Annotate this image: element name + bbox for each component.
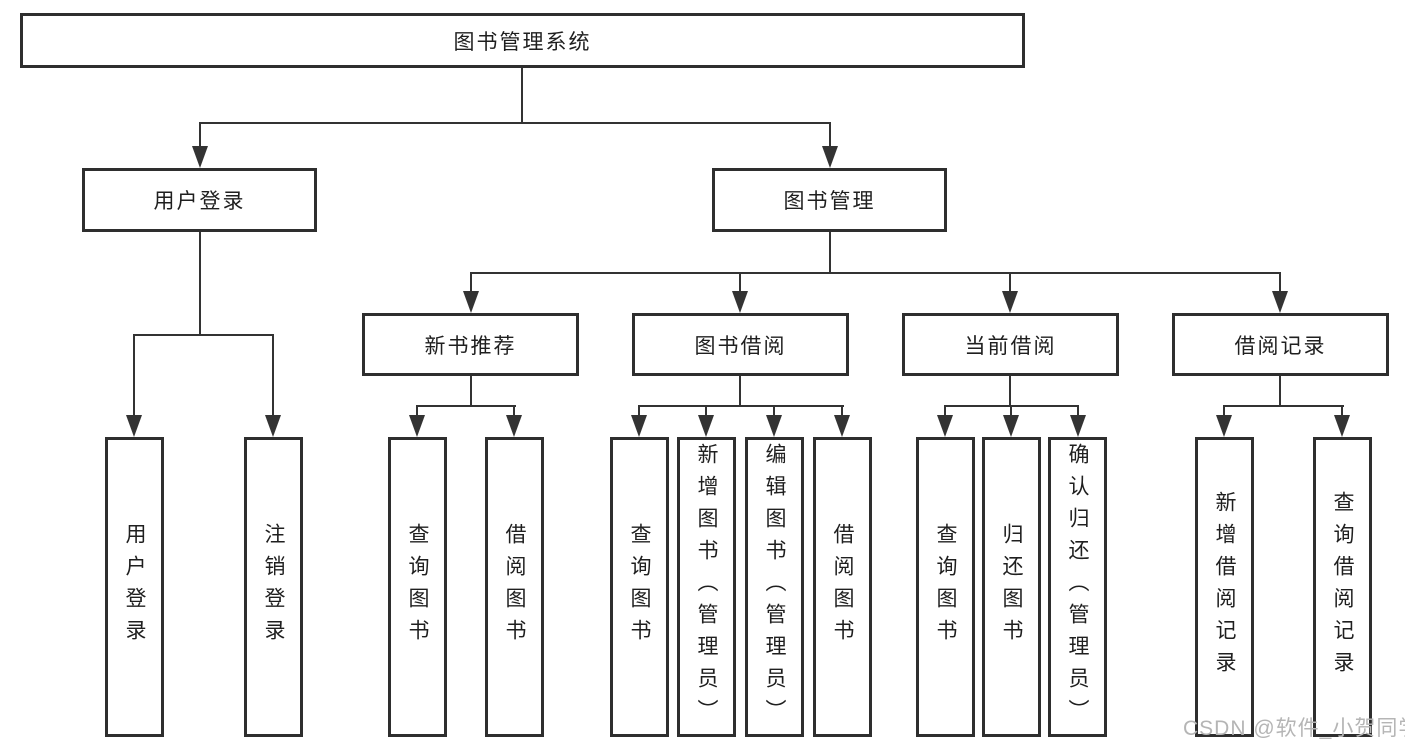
connector-drop-nb-query [416,405,418,415]
leaf-cb-confirm-return: 确认归还（管理员） [1048,437,1107,737]
leaf-cb-return-book: 归还图书 [982,437,1041,737]
leaf-bb-edit-book-label: 编辑图书（管理员） [763,443,786,731]
connector-bb-split [638,405,844,407]
leaf-cb-query-book-label: 查询图书 [934,523,957,651]
arrowhead-cb-return [1003,415,1019,437]
connector-drop-cb-query [944,405,946,415]
connector-drop-book-borrow [739,272,741,291]
arrowhead-current-borrow [1002,291,1018,313]
connector-drop-book-management [829,122,831,146]
arrowhead-br-add [1216,415,1232,437]
leaf-bb-borrow-book-label: 借阅图书 [831,523,854,651]
node-book-borrow: 图书借阅 [632,313,849,376]
leaf-bb-edit-book: 编辑图书（管理员） [745,437,804,737]
connector-nbr-split [416,405,516,407]
connector-cb-stem [1009,376,1011,405]
connector-drop-borrow-records [1279,272,1281,291]
leaf-bb-query-book: 查询图书 [610,437,669,737]
leaf-user-login-label: 用户登录 [123,523,146,651]
leaf-br-add-record-label: 新增借阅记录 [1213,491,1236,683]
arrowhead-book-management [822,146,838,168]
connector-drop-cb-return [1010,405,1012,415]
leaf-bb-add-book: 新增图书（管理员） [677,437,736,737]
node-root-label: 图书管理系统 [453,30,592,54]
node-borrow-records: 借阅记录 [1172,313,1389,376]
arrowhead-nb-borrow [506,415,522,437]
arrowhead-nb-query [409,415,425,437]
connector-bb-stem [739,376,741,405]
connector-drop-bb-query [638,405,640,415]
node-book-management: 图书管理 [712,168,947,232]
node-user-login: 用户登录 [82,168,317,232]
connector-drop-nb-borrow [513,405,515,415]
connector-book-management-stem [829,232,831,272]
connector-drop-br-add [1223,405,1225,415]
connector-drop-user-login [199,122,201,146]
connector-drop-new-book-recommend [470,272,472,291]
arrowhead-leaf-logout [265,415,281,437]
connector-root-split [199,122,831,124]
node-root-library-system: 图书管理系统 [20,13,1025,68]
connector-nbr-stem [470,376,472,405]
leaf-user-login: 用户登录 [105,437,164,737]
leaf-br-add-record: 新增借阅记录 [1195,437,1254,737]
arrowhead-bb-add [698,415,714,437]
leaf-cb-query-book: 查询图书 [916,437,975,737]
connector-drop-leaf-user-login [133,334,135,415]
connector-drop-leaf-logout [272,334,274,415]
arrowhead-leaf-user-login [126,415,142,437]
leaf-br-query-record-label: 查询借阅记录 [1331,491,1354,683]
arrowhead-user-login [192,146,208,168]
connector-drop-cb-confirm [1077,405,1079,415]
node-borrow-records-label: 借阅记录 [1234,334,1327,358]
arrowhead-cb-query [937,415,953,437]
node-book-borrow-label: 图书借阅 [694,334,787,358]
leaf-cb-return-book-label: 归还图书 [1000,523,1023,651]
arrowhead-borrow-records [1272,291,1288,313]
leaf-logout: 注销登录 [244,437,303,737]
connector-br-stem [1279,376,1281,405]
connector-root-stem [521,68,523,122]
leaf-nb-borrow-book: 借阅图书 [485,437,544,737]
arrowhead-bb-query [631,415,647,437]
arrowhead-book-borrow [732,291,748,313]
leaf-bb-query-book-label: 查询图书 [628,523,651,651]
arrowhead-br-query [1334,415,1350,437]
node-new-book-recommend: 新书推荐 [362,313,579,376]
node-current-borrow: 当前借阅 [902,313,1119,376]
arrowhead-new-book-recommend [463,291,479,313]
node-current-borrow-label: 当前借阅 [964,334,1057,358]
leaf-bb-borrow-book: 借阅图书 [813,437,872,737]
node-user-login-label: 用户登录 [153,190,246,213]
connector-drop-br-query [1341,405,1343,415]
connector-drop-bb-add [705,405,707,415]
connector-book-management-split [470,272,1281,274]
arrowhead-bb-edit [766,415,782,437]
leaf-nb-borrow-book-label: 借阅图书 [503,523,526,651]
leaf-bb-add-book-label: 新增图书（管理员） [695,443,718,731]
connector-drop-bb-borrow [841,405,843,415]
connector-drop-current-borrow [1009,272,1011,291]
leaf-cb-confirm-return-label: 确认归还（管理员） [1066,443,1089,731]
leaf-nb-query-book: 查询图书 [388,437,447,737]
connector-drop-bb-edit [773,405,775,415]
connector-user-login-stem [199,232,201,334]
leaf-nb-query-book-label: 查询图书 [406,523,429,651]
connector-user-login-split [133,334,274,336]
arrowhead-cb-confirm [1070,415,1086,437]
arrowhead-bb-borrow [834,415,850,437]
connector-br-split [1223,405,1344,407]
leaf-logout-label: 注销登录 [262,523,285,651]
node-book-management-label: 图书管理 [783,190,876,213]
node-new-book-recommend-label: 新书推荐 [424,334,517,358]
leaf-br-query-record: 查询借阅记录 [1313,437,1372,737]
csdn-watermark: CSDN @软件_小贺同学 [1183,717,1405,740]
